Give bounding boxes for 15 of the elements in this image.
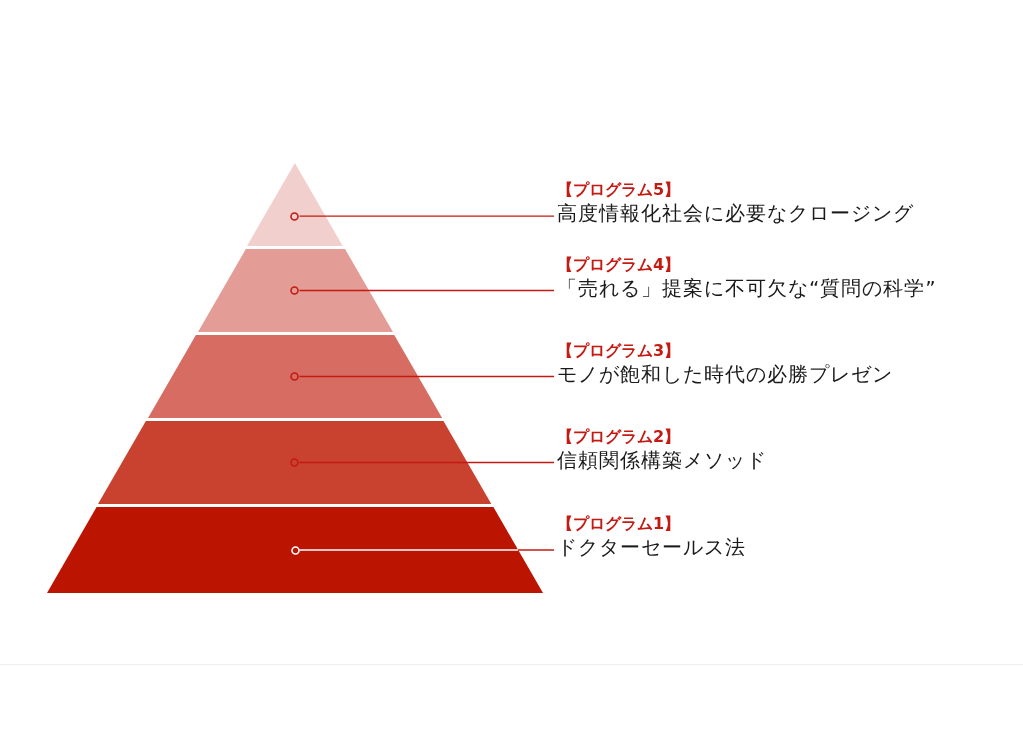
- program-heading: 【プログラム2】: [557, 426, 682, 447]
- program-title: 信頼関係構築メソッド: [557, 446, 767, 473]
- leader-line: [298, 375, 555, 378]
- program-heading: 【プログラム3】: [557, 340, 682, 361]
- leader-line: [298, 215, 555, 217]
- program-title: モノが飽和した時代の必勝プレゼン: [557, 360, 893, 387]
- leader-line: [298, 289, 555, 292]
- program-title: ドクターセールス法: [557, 534, 746, 560]
- program-title: 「売れる」提案に不可欠な“質問の科学”: [557, 274, 937, 301]
- leader-line: [298, 461, 555, 464]
- program-heading: 【プログラム5】: [557, 180, 682, 201]
- program-heading: 【プログラム4】: [557, 254, 682, 275]
- leader-line: [298, 549, 555, 551]
- program-heading: 【プログラム1】: [557, 514, 682, 534]
- program-title: 高度情報化社会に必要なクロージング: [557, 200, 914, 227]
